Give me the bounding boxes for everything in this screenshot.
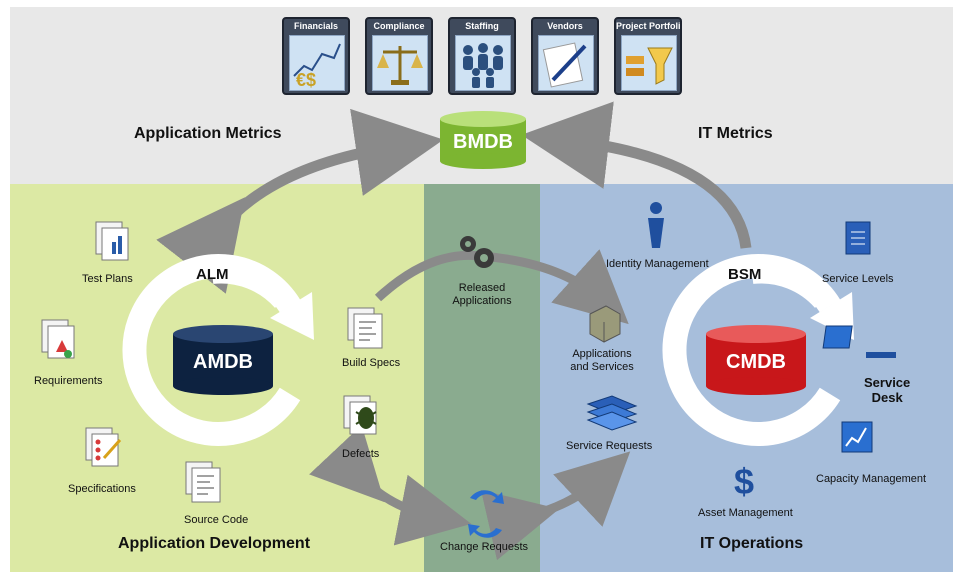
svg-text:$: $: [734, 461, 754, 502]
service-requests-stack-icon: [586, 395, 638, 431]
alm-label: ALM: [196, 266, 229, 283]
cmdb-label: CMDB: [726, 351, 786, 373]
identity-person-icon: [648, 202, 664, 248]
change-requests-label: Change Requests: [440, 541, 529, 553]
gears-icon: [460, 236, 494, 268]
source-code-icon: [185, 461, 221, 503]
tile-project-portfolio[interactable]: Project Portfolio: [614, 17, 682, 95]
service-requests-label: Service Requests: [566, 440, 653, 452]
change-requests-icon: [468, 490, 504, 538]
tile-label: Vendors: [547, 21, 583, 31]
specifications-label: Specifications: [68, 483, 136, 495]
tile-financials[interactable]: Financials €$: [282, 17, 350, 95]
build-specs-label: Build Specs: [342, 357, 401, 369]
pen-paper-icon: [538, 35, 594, 91]
bmdb-database: [440, 111, 526, 169]
bmdb-label: BMDB: [453, 131, 513, 153]
application-metrics-title: Application Metrics: [134, 125, 282, 142]
test-plans-icon: [95, 221, 129, 261]
arrow-alm-to-bmdb: [156, 108, 444, 294]
build-specs-icon: [347, 307, 383, 349]
it-metrics-title: IT Metrics: [698, 125, 773, 142]
identity-management-label: Identity Management: [606, 258, 709, 270]
tile-label: Project Portfolio: [616, 21, 680, 31]
capacity-chart-icon: [841, 421, 873, 453]
tile-label: Financials: [293, 21, 338, 31]
application-development-title: Application Development: [118, 535, 311, 552]
arrow-defects-to-change: [309, 425, 472, 546]
specifications-icon: [85, 427, 122, 467]
requirements-label: Requirements: [34, 375, 103, 387]
bsm-label: BSM: [728, 266, 762, 283]
tile-label: Staffing: [465, 21, 499, 31]
tile-vendors[interactable]: Vendors: [531, 17, 599, 95]
arrow-change-to-requests: [480, 451, 631, 561]
scales-icon: [372, 35, 428, 91]
defects-label: Defects: [342, 448, 380, 460]
service-desk-label: Service Desk: [864, 375, 911, 405]
service-desk-computer-icon: [822, 325, 896, 358]
service-levels-label: Service Levels: [822, 273, 894, 285]
applications-and-services-label: Applications and Services: [570, 348, 634, 373]
tile-label: Compliance: [373, 21, 425, 31]
released-applications-label: Released Applications: [452, 282, 512, 307]
cmdb-database: [706, 325, 806, 395]
asset-dollar-icon: $: [734, 461, 754, 502]
defects-bug-icon: [343, 395, 377, 435]
requirements-icon: [41, 319, 75, 359]
amdb-database: [173, 325, 273, 395]
tile-staffing[interactable]: Staffing: [448, 17, 516, 95]
asset-management-label: Asset Management: [698, 507, 793, 519]
service-levels-icon: [845, 221, 871, 255]
test-plans-label: Test Plans: [82, 273, 133, 285]
arrow-bsm-to-bmdb: [521, 101, 752, 249]
tile-compliance[interactable]: Compliance: [365, 17, 433, 95]
source-code-label: Source Code: [184, 514, 249, 526]
financials-chart-icon: €$: [289, 35, 345, 91]
amdb-label: AMDB: [193, 351, 253, 373]
funnel-icon: [621, 35, 677, 91]
svg-text:€$: €$: [296, 70, 316, 90]
it-operations-title: IT Operations: [700, 535, 804, 552]
people-icon: [455, 35, 511, 91]
capacity-management-label: Capacity Management: [816, 473, 927, 485]
applications-box-icon: [589, 305, 621, 343]
